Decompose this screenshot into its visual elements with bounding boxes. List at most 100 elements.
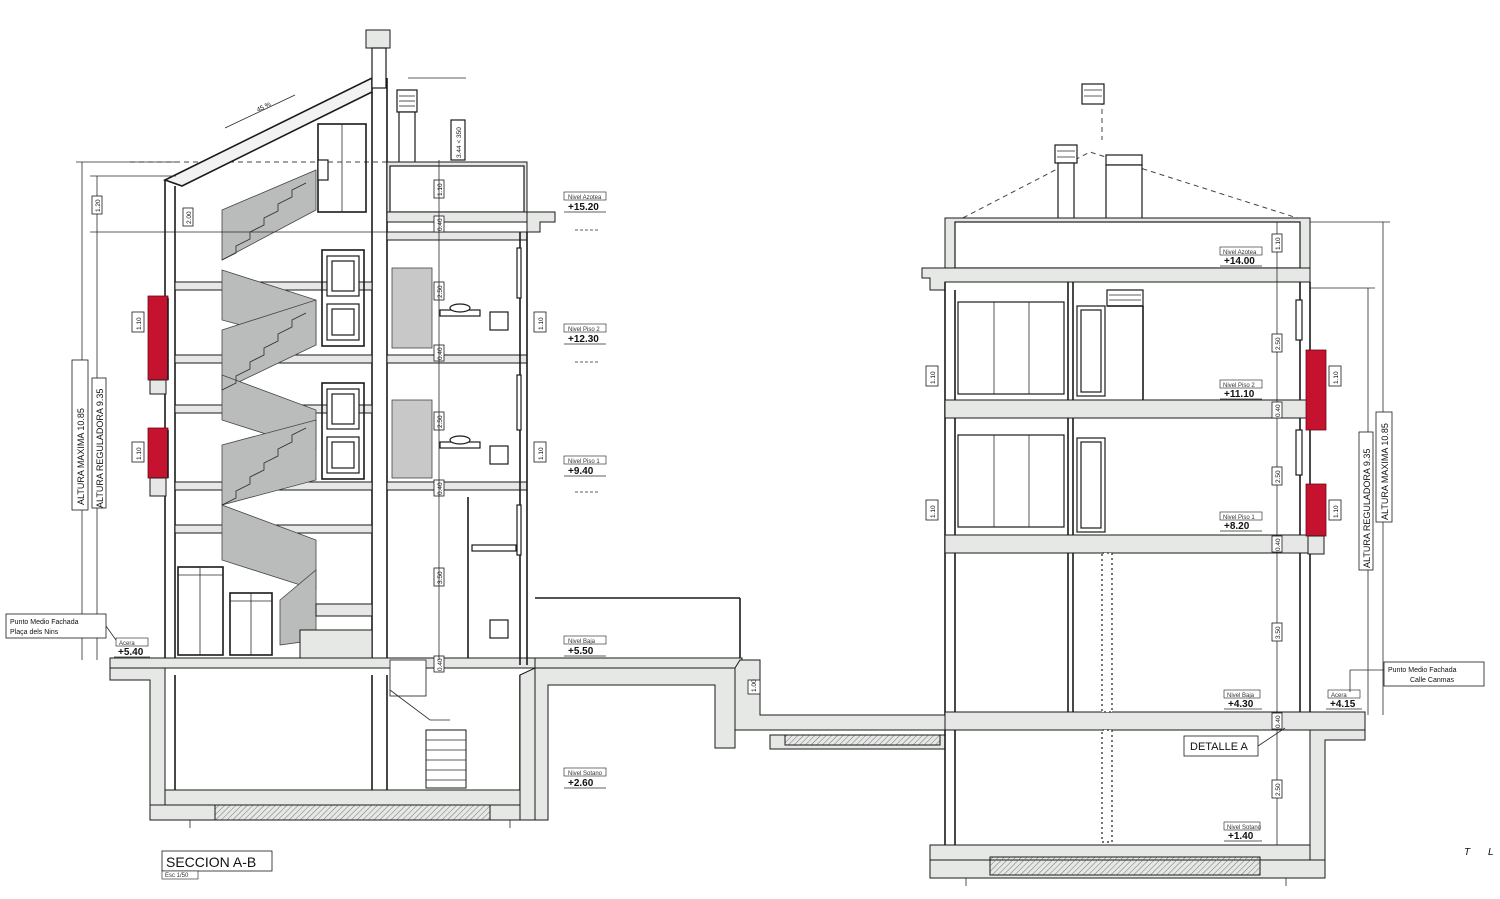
facade-label-left: Punto Medio Fachada Plaça dels Nins	[5, 613, 117, 641]
chimney-left	[371, 47, 387, 89]
section-title-block: SECCION A-B Esc 1/50	[161, 850, 273, 880]
svg-text:+1.40: +1.40	[1228, 831, 1254, 842]
level-tag-right-baja: Nivel Baja +4.30	[1223, 689, 1262, 710]
level-tag-left-baja: Nivel Baja +5.50	[563, 635, 607, 657]
svg-text:Nivel Azotea: Nivel Azotea	[568, 195, 602, 201]
svg-text:Nivel Piso 1: Nivel Piso 1	[1223, 515, 1255, 521]
right-dim-2-50-b: 2.50	[1275, 470, 1282, 483]
right-dim-1-10-c: 1.10	[1333, 371, 1340, 384]
dim-2-50-b: 2.50	[437, 415, 444, 428]
right-dim-0-40-c: 0.40	[1275, 715, 1282, 728]
altura-reguladora-right-text: ALTURA REGULADORA 9.35	[1362, 449, 1372, 568]
dim-3-50: 3.50	[437, 571, 444, 584]
level-tag-left-piso1: Nivel Piso 1 +9.40	[563, 455, 607, 493]
shutter-floor-1	[147, 427, 169, 479]
toilet-1	[489, 445, 509, 465]
svg-text:+14.00: +14.00	[1224, 256, 1255, 267]
corner-letter-t: T	[1464, 847, 1471, 858]
ground-doors	[177, 566, 273, 656]
dim-1-10-c: 1.10	[538, 317, 545, 330]
door-floor-1	[321, 382, 365, 480]
slab-ground	[109, 657, 536, 669]
chimney-cap-left	[365, 29, 391, 49]
right-shutter-floor-2	[1305, 349, 1327, 431]
roof-access-door	[317, 123, 367, 213]
toilet-2	[489, 311, 509, 331]
dim-0-40-a: 0.40	[437, 218, 444, 231]
level-tag-right-piso1: Nivel Piso 1 +8.20	[1219, 511, 1263, 532]
svg-text:+5.50: +5.50	[568, 646, 594, 657]
left-basement	[109, 659, 536, 821]
altura-maxima-left-text: ALTURA MAXIMA 10.85	[76, 408, 86, 505]
right-dim-2-50-a: 2.50	[1275, 337, 1282, 350]
dim-0-40-d: 0.40	[437, 658, 444, 671]
vent-grille	[1106, 289, 1144, 307]
roof-angle-dim	[224, 94, 296, 129]
section-scale: Esc 1/50	[165, 873, 189, 879]
svg-text:DETALLE A: DETALLE A	[1190, 741, 1249, 753]
right-dim-2-50-c: 2.50	[1275, 783, 1282, 796]
roof-slope	[162, 76, 373, 187]
svg-text:Calle Canmas: Calle Canmas	[1410, 677, 1454, 684]
courtyard-dim: 1.00	[751, 679, 758, 692]
corner-letter-l: L	[1488, 847, 1494, 858]
right-wardrobe-floor-2	[957, 301, 1065, 395]
slab-floor-2-upper	[386, 231, 528, 241]
right-dim-0-40-a: 0.40	[1275, 404, 1282, 417]
roof-angle-text: 45 %	[256, 101, 273, 114]
svg-text:Nivel Sotano: Nivel Sotano	[1227, 825, 1262, 831]
svg-text:+5.40: +5.40	[118, 647, 144, 658]
svg-text:+4.30: +4.30	[1228, 699, 1254, 710]
dim-2-50-a: 2.50	[437, 285, 444, 298]
dim-0-40-b: 0.40	[437, 347, 444, 360]
svg-text:Punto Medio Fachada: Punto Medio Fachada	[10, 619, 79, 626]
svg-text:Nivel Piso 2: Nivel Piso 2	[1223, 383, 1255, 389]
door-floor-2	[321, 249, 365, 347]
svg-text:Plaça dels Nins: Plaça dels Nins	[10, 629, 59, 636]
svg-text:Nivel Piso 1: Nivel Piso 1	[568, 459, 600, 465]
level-tag-right-azotea: Nivel Azotea +14.00	[1219, 246, 1263, 267]
right-dim-roof: 1.10	[1275, 237, 1282, 250]
altura-reguladora-left-text: ALTURA REGULADORA 9.35	[95, 389, 105, 508]
stairs	[221, 169, 373, 659]
dim-1-10-b: 1.10	[136, 447, 143, 460]
dim-0-40-c: 0.40	[437, 482, 444, 495]
right-dim-3-50: 3.50	[1275, 626, 1282, 639]
svg-text:Nivel Sotano: Nivel Sotano	[568, 771, 603, 777]
level-tag-right-sotano: Nivel Sotano +1.40	[1223, 821, 1262, 842]
svg-text:+11.10: +11.10	[1224, 389, 1255, 400]
right-dim-1-10-b: 1.10	[930, 505, 937, 518]
svg-text:Nivel Baja: Nivel Baja	[1227, 693, 1255, 699]
right-shutter-floor-1	[1305, 483, 1327, 537]
chimney-dim-box	[450, 119, 466, 161]
svg-text:+12.30: +12.30	[568, 334, 599, 345]
dim-2-00: 2.00	[186, 211, 193, 224]
svg-text:Nivel Baja: Nivel Baja	[568, 639, 596, 645]
bath-tile-2	[391, 267, 433, 349]
toilet-ground	[489, 619, 509, 639]
right-building: ALTURA REGULADORA 9.35 ALTURA MAXIMA 10.…	[921, 83, 1485, 879]
bath-tile-1	[391, 399, 433, 479]
level-tag-left-acera: Acera +5.40	[114, 637, 150, 658]
right-dim-1-10-d: 1.10	[1333, 505, 1340, 518]
left-building: 45 % 3.44 < 350	[5, 29, 607, 821]
facade-label-right: Punto Medio Fachada Calle Canmas	[1349, 661, 1485, 692]
right-dim-0-40-b: 0.40	[1275, 538, 1282, 551]
detail-a-label: DETALLE A	[1183, 727, 1286, 757]
svg-text:+15.20: +15.20	[568, 202, 599, 213]
level-tag-right-piso2: Nivel Piso 2 +11.10	[1219, 379, 1263, 400]
dim-1-20: 1.20	[95, 199, 102, 212]
svg-text:+4.15: +4.15	[1330, 699, 1356, 710]
svg-text:Punto Medio Fachada: Punto Medio Fachada	[1388, 667, 1457, 674]
dim-1-10-a: 1.10	[136, 317, 143, 330]
chimney-dim-text: 3.44 < 350	[456, 127, 463, 158]
svg-text:Acera: Acera	[1331, 693, 1347, 699]
level-tag-left-sotano: Nivel Sotano +2.60	[563, 767, 607, 789]
svg-text:Nivel Azotea: Nivel Azotea	[1223, 250, 1257, 256]
svg-text:+8.20: +8.20	[1224, 521, 1250, 532]
level-tag-left-piso2: Nivel Piso 2 +12.30	[563, 323, 607, 363]
level-tag-left-azotea: Nivel Azotea +15.20	[563, 191, 607, 231]
dim-1-10-d: 1.10	[538, 447, 545, 460]
shutter-floor-2	[147, 295, 169, 381]
